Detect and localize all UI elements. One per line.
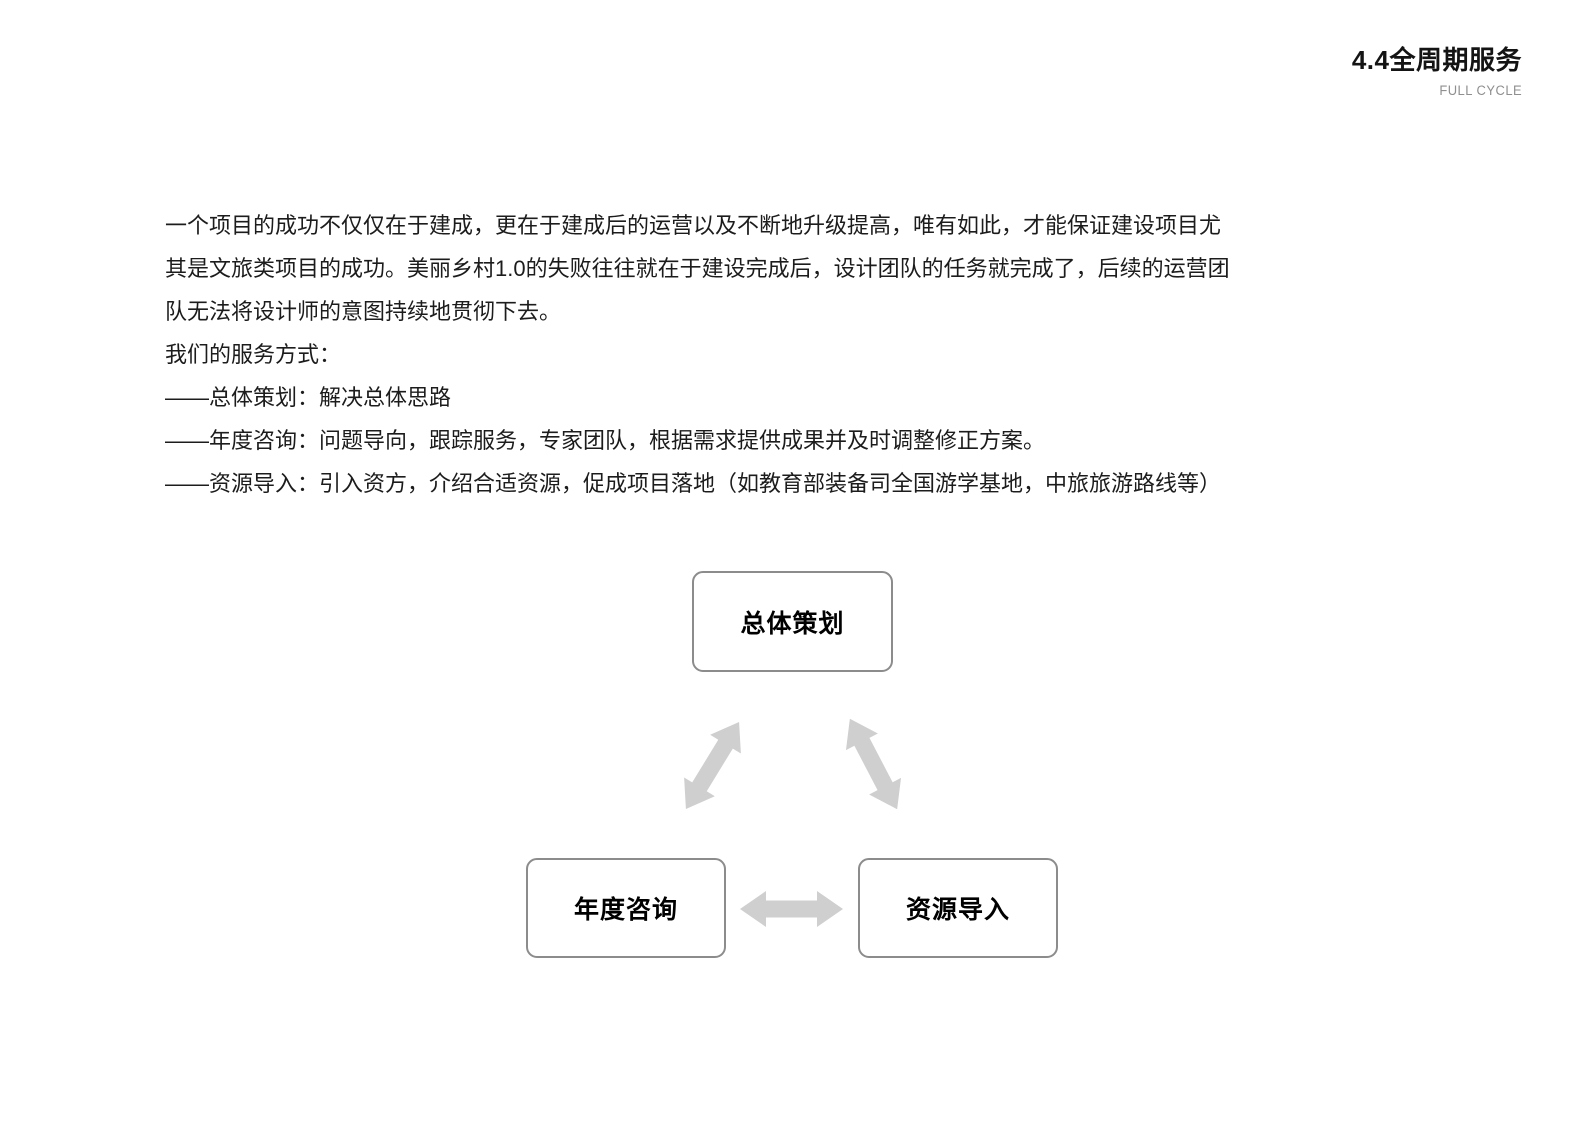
body-line: ——资源导入：引入资方，介绍合适资源，促成项目落地（如教育部装备司全国游学基地，… [165,471,1222,496]
body-line: ——年度咨询：问题导向，跟踪服务，专家团队，根据需求提供成果并及时调整修正方案。 [165,428,1046,453]
node-label: 年度咨询 [573,896,678,924]
double-arrow-bottom-left-right [740,891,843,927]
node-label: 总体策划 [740,609,845,638]
node-label: 资源导入 [905,896,1010,924]
diagram-node-annual-consulting: 年度咨询 [526,858,726,958]
page-title: 4.4全周期服务 [1351,45,1522,75]
diagram-node-overall-planning: 总体策划 [692,571,893,672]
body-line: 其是文旅类项目的成功。美丽乡村1.0的失败往往就在于建设完成后，设计团队的任务就… [165,256,1230,281]
slide-header: 4.4全周期服务 FULL CYCLE [1352,45,1522,98]
page-subtitle: FULL CYCLE [1439,83,1522,98]
diagram-node-resource-import: 资源导入 [858,858,1058,958]
double-arrow-top-to-bottom-left [684,721,741,810]
double-arrow-top-to-bottom-right [845,718,902,810]
body-line: 一个项目的成功不仅仅在于建成，更在于建成后的运营以及不断地升级提高，唯有如此，才… [165,213,1222,238]
body-line: 队无法将设计师的意图持续地贯彻下去。 [165,299,562,324]
body-line: ——总体策划：解决总体思路 [165,385,452,410]
intro-paragraph: 一个项目的成功不仅仅在于建成，更在于建成后的运营以及不断地升级提高，唯有如此，才… [165,204,1365,505]
body-line: 我们的服务方式： [165,342,342,367]
